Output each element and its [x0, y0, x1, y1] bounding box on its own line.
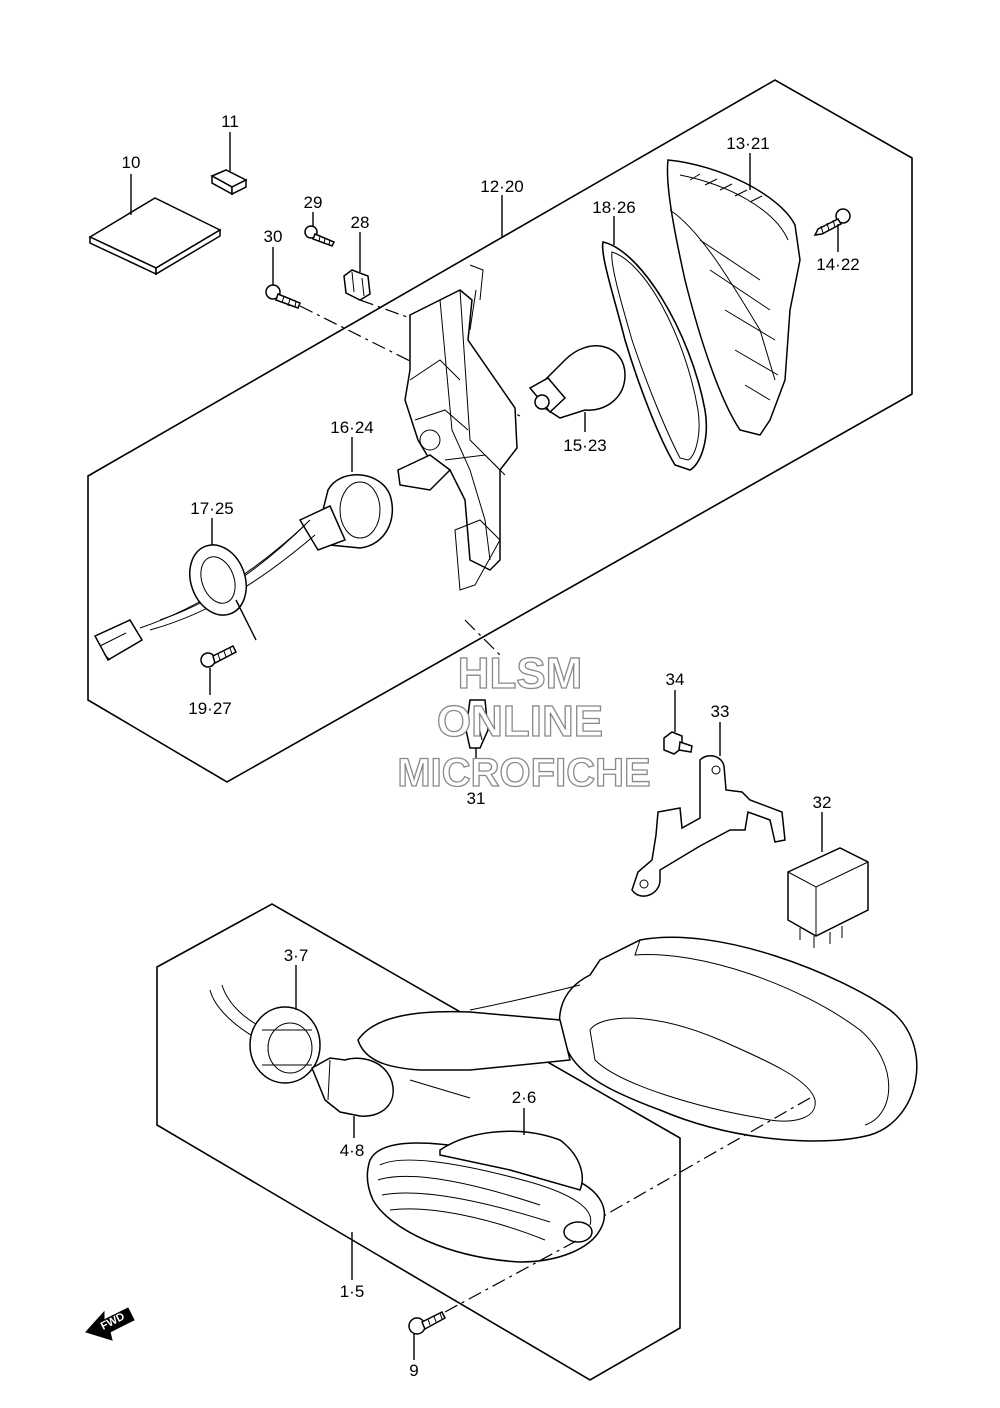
part-32-relay[interactable] — [787, 847, 869, 948]
label-30: 30 — [264, 227, 283, 246]
label-19-27: 19·27 — [188, 699, 231, 718]
part-31-clip[interactable] — [465, 699, 489, 749]
part-4-8-bulb[interactable] — [311, 1057, 394, 1117]
part-33-bracket[interactable] — [631, 755, 786, 897]
label-14-22: 14·22 — [816, 255, 859, 274]
watermark-line-3: MICROFICHE — [397, 751, 650, 795]
part-14-22-screw[interactable] — [813, 208, 851, 236]
part-34-bolt[interactable] — [663, 731, 693, 755]
label-3-7: 3·7 — [284, 946, 309, 965]
watermark: HLSM ONLINE MICROFICHE — [397, 648, 652, 795]
part-16-24-socket[interactable] — [298, 474, 394, 551]
label-11: 11 — [221, 112, 239, 131]
part-17-25-harness[interactable] — [93, 519, 316, 662]
label-12-20: 12·20 — [480, 177, 523, 196]
part-30-screw[interactable] — [265, 284, 301, 309]
part-11-pad[interactable] — [210, 169, 248, 196]
label-18-26: 18·26 — [592, 198, 635, 217]
label-29: 29 — [304, 193, 323, 212]
part-29-screw[interactable] — [304, 225, 336, 247]
label-15-23: 15·23 — [563, 436, 606, 455]
part-28-clip-nut[interactable] — [343, 269, 371, 301]
part-3-7-socket[interactable] — [209, 984, 321, 1084]
lower-group-outline — [156, 903, 681, 1381]
label-9: 9 — [409, 1361, 418, 1380]
mirror-housing — [357, 936, 918, 1142]
part-10-reflector-sheet[interactable] — [88, 197, 222, 276]
label-1-5: 1·5 — [340, 1282, 365, 1301]
part-2-6-lens-housing[interactable] — [439, 1130, 583, 1191]
part-12-20-housing[interactable] — [397, 264, 518, 591]
part-18-26-gasket[interactable] — [601, 241, 708, 471]
label-32: 32 — [813, 793, 832, 812]
label-4-8: 4·8 — [340, 1141, 365, 1160]
watermark-line-2: ONLINE — [437, 697, 603, 746]
part-19-27-screw[interactable] — [200, 644, 237, 668]
part-9-screw[interactable] — [408, 1310, 446, 1335]
label-33: 33 — [711, 702, 730, 721]
label-17-25: 17·25 — [190, 499, 233, 518]
label-2-6: 2·6 — [512, 1088, 537, 1107]
upper-group-outline — [87, 79, 913, 783]
label-28: 28 — [351, 213, 370, 232]
part-15-23-bulb[interactable] — [528, 345, 626, 419]
label-16-24: 16·24 — [330, 418, 373, 437]
label-13-21: 13·21 — [726, 134, 769, 153]
label-10: 10 — [122, 153, 141, 172]
watermark-line-1: HLSM — [458, 649, 583, 698]
label-34: 34 — [666, 670, 685, 689]
label-31: 31 — [467, 789, 486, 808]
fwd-direction-arrow: FWD — [85, 1307, 135, 1341]
part-13-21-lens[interactable] — [666, 159, 801, 436]
